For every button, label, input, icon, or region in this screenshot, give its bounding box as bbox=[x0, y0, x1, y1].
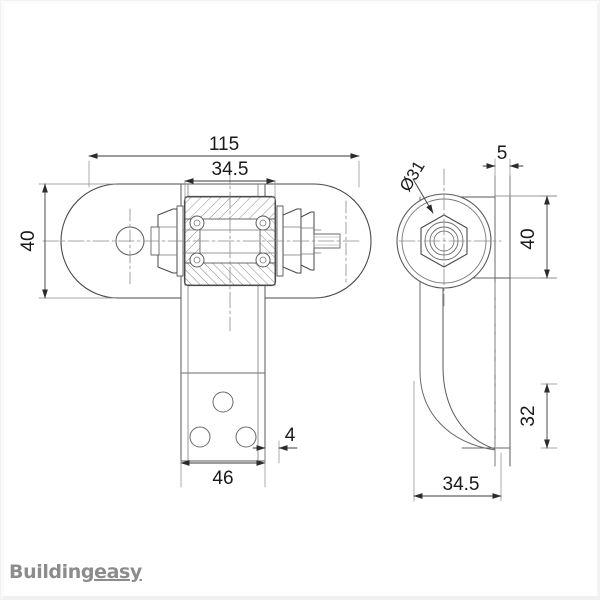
dim-label-40-side: 40 bbox=[518, 228, 539, 249]
ball-bearing-bl-inner bbox=[193, 256, 201, 264]
ball-bearing-tr bbox=[255, 215, 271, 231]
dim-label-115: 115 bbox=[209, 134, 239, 155]
ball-bearing-tr-inner bbox=[259, 219, 267, 227]
dim-label-34-5-side: 34.5 bbox=[443, 474, 480, 495]
watermark-prefix: Building bbox=[9, 561, 95, 583]
leader-diameter-31 bbox=[412, 178, 434, 214]
front-view-dimensions: 115 34.5 40 46 bbox=[18, 134, 360, 489]
dim-label-34-5: 34.5 bbox=[212, 159, 249, 180]
ball-bearing-bl bbox=[189, 252, 205, 268]
ball-bearing-tl bbox=[189, 215, 205, 231]
watermark-buildingeasy: Buildingeasy bbox=[9, 561, 142, 583]
side-view-dimensions: Ø31 5 40 32 bbox=[396, 143, 558, 502]
hook-inner-curve bbox=[419, 370, 496, 451]
bracket-hole-bottom-right bbox=[235, 426, 257, 448]
dim-label-32: 32 bbox=[518, 405, 539, 426]
dim-label-40-front: 40 bbox=[18, 230, 39, 251]
dim-label-4: 4 bbox=[285, 425, 296, 446]
ball-bearing-br-inner bbox=[259, 256, 267, 264]
bracket-hole-top bbox=[212, 391, 234, 413]
hex-nut-left bbox=[157, 208, 178, 274]
side-body-left-edge bbox=[442, 196, 496, 450]
ball-bearing-tl-inner bbox=[193, 219, 201, 227]
dim-label-diameter-31: Ø31 bbox=[396, 157, 429, 194]
front-view-geometry bbox=[42, 166, 372, 462]
ball-bearing-br bbox=[255, 252, 271, 268]
dim-label-46: 46 bbox=[212, 468, 233, 489]
dim-label-5: 5 bbox=[497, 143, 508, 164]
side-view-geometry bbox=[396, 168, 557, 467]
hex-nut-right-inner bbox=[282, 208, 302, 274]
watermark-suffix: easy bbox=[94, 561, 142, 583]
bracket-hole-bottom-left bbox=[189, 426, 211, 448]
